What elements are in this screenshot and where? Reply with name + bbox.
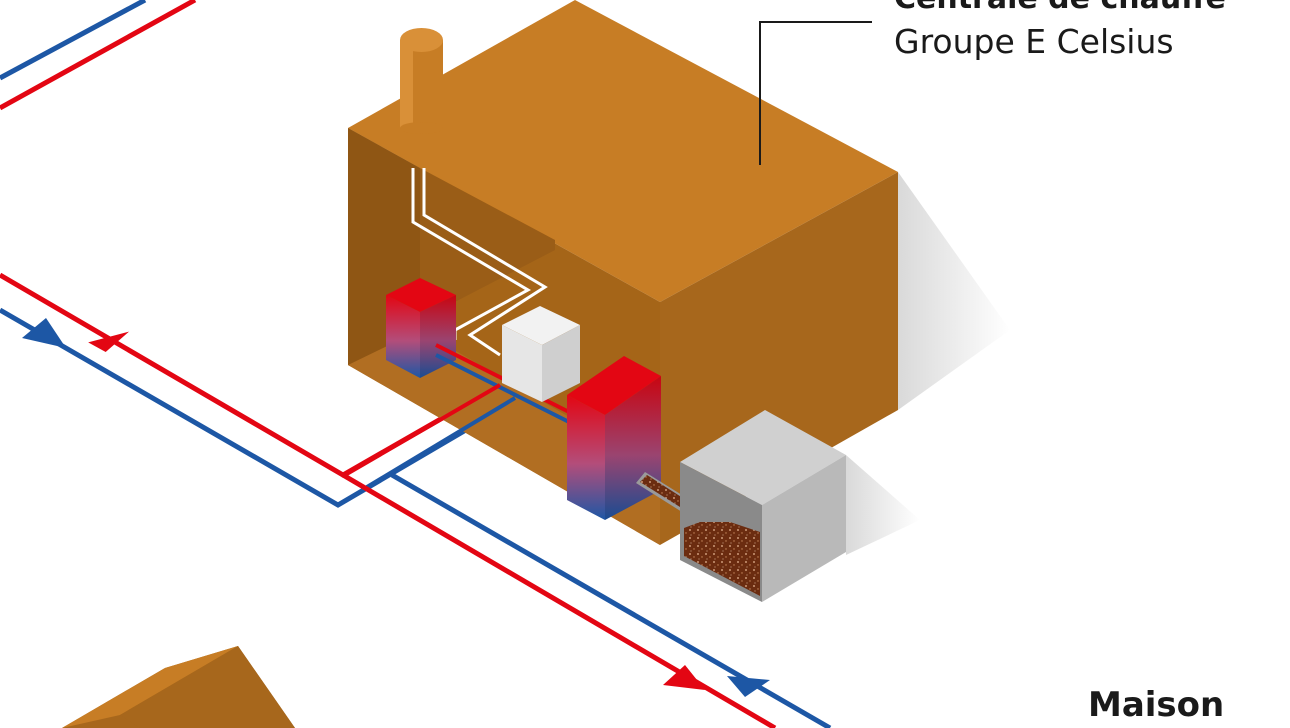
house-label: Maison [1088, 685, 1225, 725]
return-arrow-icon [727, 676, 770, 697]
plant-subtitle: Groupe E Celsius [894, 22, 1174, 61]
house-roof [62, 646, 295, 728]
flow-arrows [22, 318, 770, 697]
return-arrow-icon [22, 318, 66, 348]
heat-exchanger-small [386, 278, 456, 378]
wood-chips [684, 522, 760, 596]
supply-arrow-icon [663, 665, 705, 690]
plant-title: Centrale de chauffe [894, 0, 1226, 14]
building-shadow [898, 172, 1010, 410]
control-unit [502, 306, 580, 402]
silo-shadow [846, 455, 920, 555]
wood-chip-silo [680, 410, 846, 602]
plant-leader-line [759, 21, 872, 165]
chimney [400, 28, 443, 134]
supply-arrow-icon [88, 331, 130, 353]
pipe-pair-upper-left [0, 0, 197, 111]
building-interior-wall [420, 168, 555, 320]
fuel-feed-chute [636, 472, 690, 512]
building-roof [348, 0, 898, 302]
